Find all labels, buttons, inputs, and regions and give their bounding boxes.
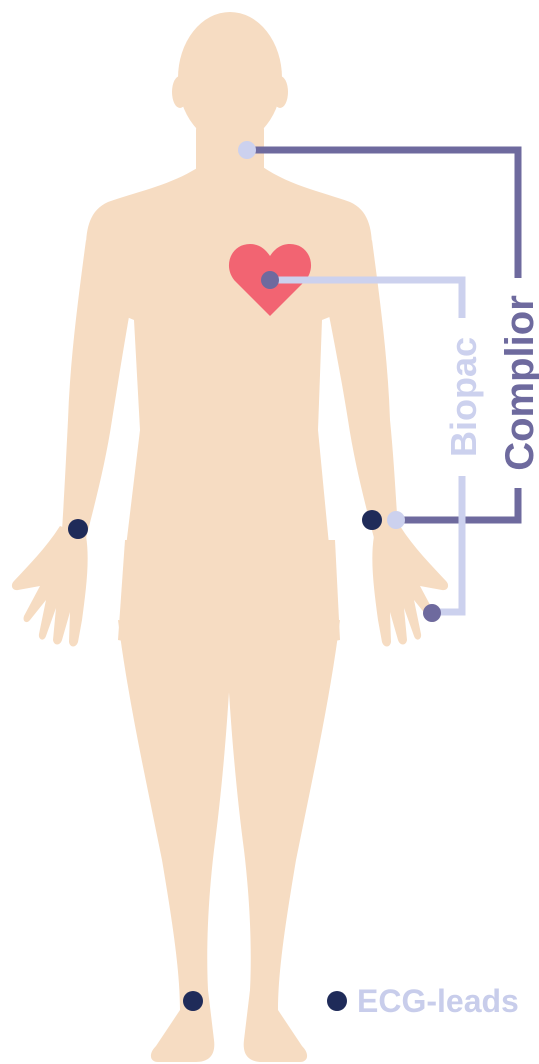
ecg-lead-dot-icon (362, 510, 382, 530)
heart-sensor (261, 271, 279, 289)
left-hand (12, 526, 88, 647)
left-arm (62, 240, 134, 538)
right-hand (372, 526, 448, 647)
right-arm (324, 240, 398, 538)
biopac-label: Biopac (443, 337, 484, 457)
torso (86, 162, 372, 555)
complior-label: Complior (498, 295, 539, 471)
left-leg (118, 620, 232, 1062)
neck-sensor (238, 141, 256, 159)
biopac-connector-lower (432, 476, 462, 612)
legend-ecg-label: ECG-leads (357, 983, 519, 1019)
legend: ECG-leads (327, 983, 519, 1019)
finger-sensor (423, 604, 441, 622)
ecg-lead-dot-icon (183, 991, 203, 1011)
right-leg (226, 620, 340, 1062)
wrist-complior-sensor (387, 511, 405, 529)
left-ear (172, 76, 188, 108)
ecg-lead-dot-icon (68, 519, 88, 539)
right-ear (272, 76, 288, 108)
ecg-lead-dot-icon (327, 991, 347, 1011)
complior-connector-lower (396, 488, 518, 520)
